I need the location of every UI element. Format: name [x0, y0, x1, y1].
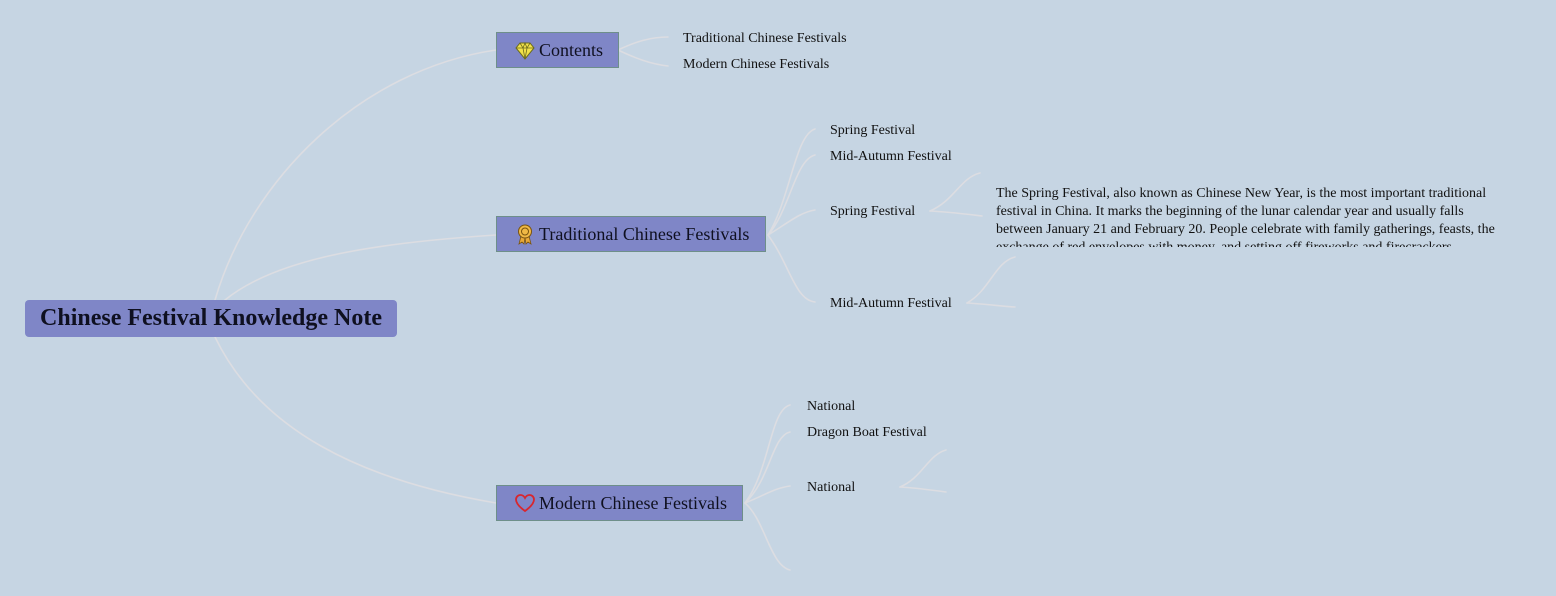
leaf-mid-autumn-festival[interactable]: Mid-Autumn Festival: [830, 149, 952, 164]
connector-midautumn-detail-1: [966, 256, 1016, 304]
branch-traditional-label: Traditional Chinese Festivals: [539, 223, 750, 244]
heart-icon: [514, 492, 536, 514]
leaf-spring-festival[interactable]: Spring Festival: [830, 123, 916, 138]
branch-modern-festivals[interactable]: Modern Chinese Festivals: [496, 485, 743, 521]
connector-trad-1: [767, 128, 816, 236]
connector-root-modern: [214, 336, 497, 504]
connector-trad-3: [767, 209, 816, 236]
connector-root-traditional: [224, 234, 497, 301]
diamond-icon: [514, 39, 536, 61]
award-ribbon-icon: [514, 223, 536, 245]
connector-spring-detail-2: [929, 210, 983, 217]
connector-modern-1: [744, 404, 791, 504]
leaf-spring-festival-detail[interactable]: Spring Festival: [830, 204, 916, 219]
connector-midautumn-detail-2: [966, 302, 1016, 308]
leaf-contents-modern[interactable]: Modern Chinese Festivals: [683, 57, 830, 72]
connector-root-contents: [214, 49, 497, 301]
branch-contents[interactable]: Contents: [496, 32, 619, 68]
connector-contents-2: [617, 49, 669, 67]
connector-trad-2: [767, 154, 816, 236]
root-topic[interactable]: Chinese Festival Knowledge Note: [25, 300, 397, 337]
connector-trad-4: [767, 234, 816, 303]
connector-national-detail-2: [899, 486, 947, 493]
leaf-contents-traditional[interactable]: Traditional Chinese Festivals: [683, 31, 847, 46]
connector-modern-2: [744, 431, 791, 504]
spring-festival-description: The Spring Festival, also known as Chine…: [996, 186, 1495, 247]
leaf-mid-autumn-festival-detail[interactable]: Mid-Autumn Festival: [830, 296, 952, 311]
root-topic-label: Chinese Festival Knowledge Note: [40, 305, 382, 331]
branch-traditional-festivals[interactable]: Traditional Chinese Festivals: [496, 216, 766, 252]
connector-modern-3: [744, 485, 791, 504]
connector-national-detail-1: [899, 449, 947, 488]
leaf-national-detail[interactable]: National: [807, 480, 856, 495]
leaf-dragon-boat-festival[interactable]: Dragon Boat Festival: [807, 425, 927, 440]
leaf-national[interactable]: National: [807, 399, 856, 414]
branch-modern-label: Modern Chinese Festivals: [539, 492, 727, 513]
branch-contents-label: Contents: [539, 39, 604, 60]
connector-spring-detail-1: [929, 172, 981, 212]
connector-contents-1: [617, 36, 669, 51]
connector-modern-4: [744, 502, 791, 571]
